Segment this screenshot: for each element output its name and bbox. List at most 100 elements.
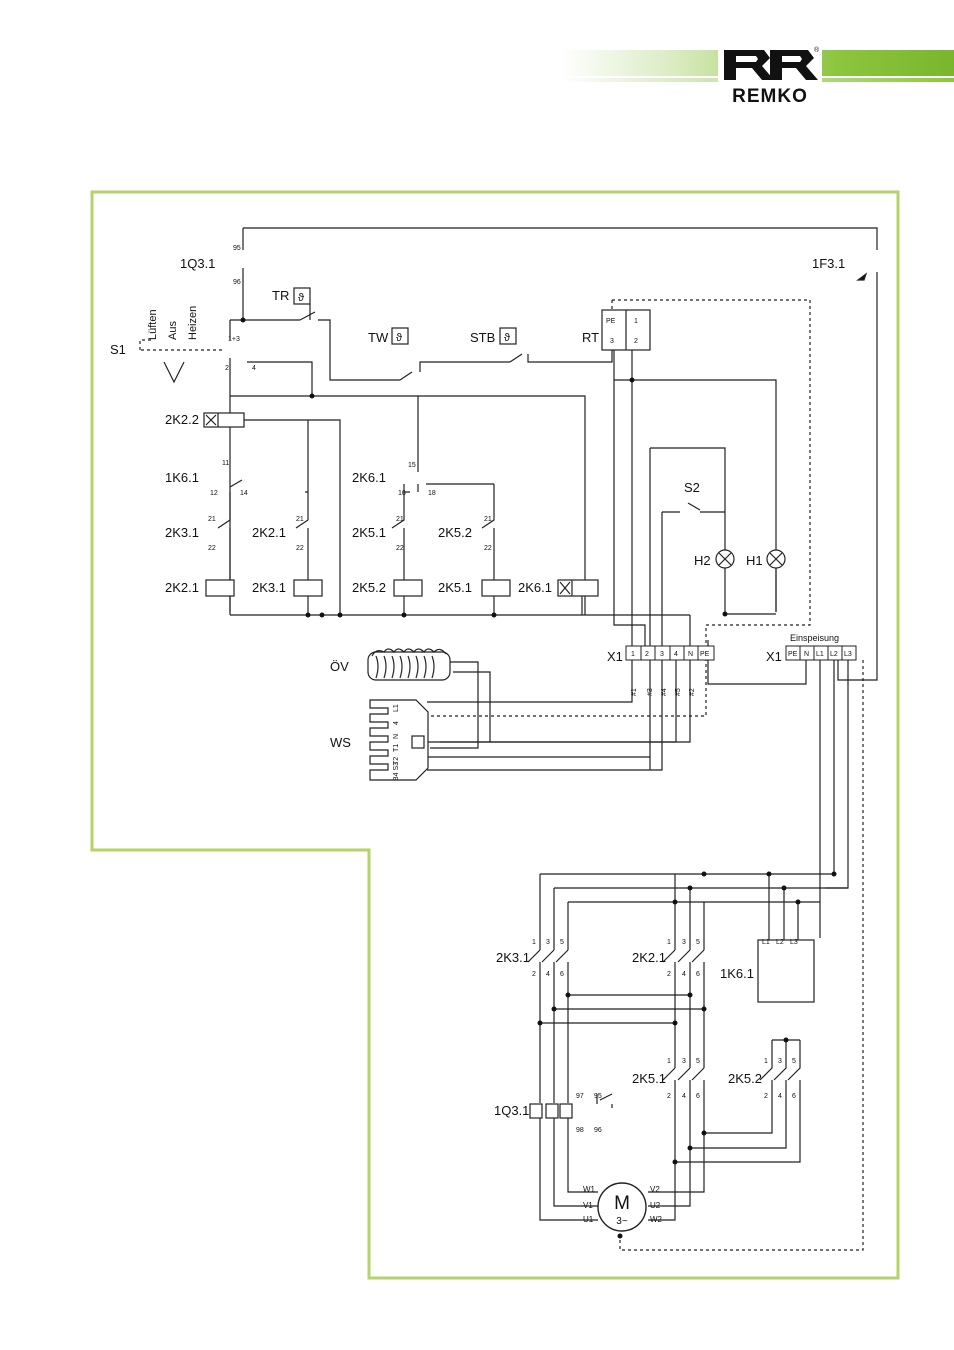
- mode-heizen: Heizen: [187, 306, 199, 340]
- svg-text:#2: #2: [689, 688, 696, 696]
- svg-text:4: 4: [674, 651, 678, 658]
- theta-symbols: ϑ ϑ ϑ: [298, 292, 510, 344]
- svg-text:B4 S3: B4 S3: [393, 762, 400, 781]
- label-rt: RT: [582, 330, 599, 345]
- pe-dashed: [139, 299, 864, 1251]
- svg-text:ϑ: ϑ: [298, 292, 304, 304]
- power-wiring: [527, 873, 848, 1221]
- label-pc-2k31: 2K3.1: [496, 950, 530, 965]
- svg-text:3: 3: [682, 1058, 686, 1065]
- label-x1a: X1: [607, 649, 623, 664]
- svg-text:3: 3: [682, 939, 686, 946]
- svg-text:1: 1: [532, 939, 536, 946]
- svg-text:4: 4: [682, 971, 686, 978]
- svg-text:16: 16: [398, 490, 406, 497]
- mode-aus: Aus: [167, 321, 179, 340]
- svg-text:#4: #4: [661, 688, 668, 696]
- svg-text:11: 11: [222, 460, 229, 467]
- terminal-blocks: [625, 645, 857, 661]
- label-coil-2k21: 2K2.1: [165, 580, 199, 595]
- arrows: [163, 272, 868, 384]
- svg-text:22: 22: [208, 545, 216, 552]
- svg-text:3~: 3~: [616, 1216, 628, 1227]
- svg-text:2: 2: [634, 338, 638, 345]
- svg-text:L3: L3: [790, 939, 798, 946]
- oil-valve: [367, 648, 451, 681]
- label-2k51: 2K5.1: [352, 525, 386, 540]
- svg-text:V2: V2: [650, 1185, 660, 1194]
- svg-text:U2: U2: [650, 1201, 661, 1210]
- svg-text:1: 1: [764, 1058, 768, 1065]
- label-1k61: 1K6.1: [165, 470, 199, 485]
- label-tw: TW: [368, 330, 389, 345]
- svg-text:4: 4: [252, 365, 256, 372]
- label-coil-2k51: 2K5.1: [438, 580, 472, 595]
- label-ws: WS: [330, 735, 351, 750]
- svg-text:N: N: [688, 651, 693, 658]
- svg-text:V1: V1: [583, 1201, 593, 1210]
- svg-text:2: 2: [667, 1093, 671, 1100]
- svg-text:4: 4: [546, 971, 550, 978]
- label-2k22: 2K2.2: [165, 412, 199, 427]
- thermostats: [293, 287, 651, 351]
- svg-text:21: 21: [208, 516, 216, 523]
- svg-text:3: 3: [660, 651, 664, 658]
- svg-text:21: 21: [396, 516, 404, 523]
- svg-text:18: 18: [428, 490, 436, 497]
- svg-text:2: 2: [532, 971, 536, 978]
- label-coil-2k61: 2K6.1: [518, 580, 552, 595]
- label-h1: H1: [746, 553, 763, 568]
- coils: [203, 412, 815, 1119]
- svg-text:1: 1: [631, 651, 635, 658]
- svg-text:#1: #1: [631, 688, 638, 696]
- svg-text:5: 5: [560, 939, 564, 946]
- svg-text:®: ®: [814, 46, 820, 54]
- svg-text:ϑ: ϑ: [504, 332, 510, 344]
- svg-text:#5: #5: [675, 688, 682, 696]
- svg-text:4: 4: [682, 1093, 686, 1100]
- lamps: [715, 549, 786, 569]
- svg-text:3: 3: [610, 338, 614, 345]
- svg-text:W2: W2: [650, 1215, 663, 1224]
- component-labels: 1Q3.1 1F3.1 TR TW STB RT S1 2K2.2 1K6.1 …: [110, 256, 845, 1118]
- svg-text:21: 21: [484, 516, 492, 523]
- label-pc-1q31: 1Q3.1: [494, 1103, 529, 1118]
- label-2k21: 2K2.1: [252, 525, 286, 540]
- label-stb: STB: [470, 330, 495, 345]
- label-coil-2k52: 2K5.2: [352, 580, 386, 595]
- junctions: [240, 317, 837, 1239]
- svg-text:1: 1: [667, 1058, 671, 1065]
- svg-text:98: 98: [576, 1127, 584, 1134]
- svg-text:96: 96: [233, 279, 241, 286]
- label-pc-2k21: 2K2.1: [632, 950, 666, 965]
- label-2k61: 2K6.1: [352, 470, 386, 485]
- svg-text:M: M: [614, 1193, 630, 1214]
- motor-terminals: W1 V1 U1 V2 U2 W2: [583, 1185, 663, 1224]
- svg-text:5: 5: [792, 1058, 796, 1065]
- svg-text:6: 6: [792, 1093, 796, 1100]
- label-1q31: 1Q3.1: [180, 256, 215, 271]
- label-einspeisung: Einspeisung: [790, 633, 839, 643]
- svg-text:L2: L2: [776, 939, 784, 946]
- label-s2: S2: [684, 480, 700, 495]
- svg-text:22: 22: [484, 545, 492, 552]
- svg-text:95: 95: [233, 245, 241, 252]
- svg-text:97: 97: [576, 1093, 584, 1100]
- svg-text:1+3: 1+3: [228, 336, 240, 343]
- svg-text:U1: U1: [583, 1215, 594, 1224]
- svg-text:2: 2: [764, 1093, 768, 1100]
- svg-text:L2: L2: [830, 651, 838, 658]
- svg-text:ϑ: ϑ: [396, 332, 402, 344]
- svg-text:5: 5: [696, 939, 700, 946]
- svg-text:W1: W1: [583, 1185, 596, 1194]
- label-s1: S1: [110, 342, 126, 357]
- svg-text:4: 4: [778, 1093, 782, 1100]
- svg-text:4: 4: [393, 721, 400, 725]
- svg-text:L3: L3: [844, 651, 852, 658]
- label-x1b: X1: [766, 649, 782, 664]
- burner-control: [369, 699, 429, 781]
- svg-text:14: 14: [240, 490, 248, 497]
- motor: M 3~: [597, 1182, 647, 1232]
- remko-logo: ® REMKO: [718, 44, 822, 108]
